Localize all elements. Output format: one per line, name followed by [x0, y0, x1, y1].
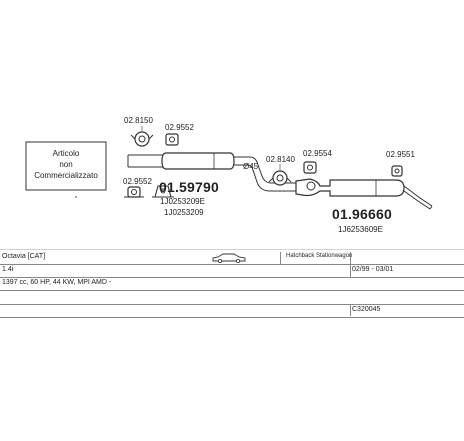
- part-number-front-silencer: 01.59790: [159, 179, 219, 195]
- part-number-hanger-middle: 02.9554: [303, 149, 332, 158]
- rubber-hanger-rear: [391, 165, 403, 177]
- front-silencer-ref-1: 1J0253209E: [160, 197, 205, 206]
- front-silencer: [161, 152, 235, 170]
- body-type: Hatchback Stationwagon: [286, 253, 353, 259]
- column-divider-code: [350, 304, 351, 316]
- notice-line-2: non: [59, 160, 72, 169]
- rubber-hanger-middle: [303, 161, 317, 174]
- part-number-rear-silencer: 01.96660: [332, 206, 392, 222]
- tail-pipe: [403, 185, 433, 210]
- dot-mark: [75, 196, 77, 198]
- part-number-hanger-rear: 02.9551: [386, 150, 415, 159]
- part-number-hanger-top: 02.9552: [165, 123, 194, 132]
- clamp-middle: [268, 170, 292, 186]
- part-number-clamp-middle: 02.8140: [266, 155, 295, 164]
- exhaust-system-diagram: Articolo non Commercializzato 02.8150 02…: [0, 116, 464, 250]
- table-row-model: Octavia [CAT] Hatchback Stationwagon: [0, 252, 464, 265]
- notice-line-1: Articolo: [53, 149, 80, 158]
- vehicle-model: Octavia [CAT]: [2, 253, 46, 260]
- catalog-code: C320045: [352, 306, 381, 313]
- rear-silencer: [295, 178, 405, 197]
- notice-line-3: Commercializzato: [34, 171, 98, 180]
- column-divider-mid: [280, 252, 281, 264]
- table-row-specs: 1397 cc, 60 HP, 44 KW, MPI AMD -: [0, 278, 464, 291]
- front-silencer-ref-2: 1J0253209: [164, 208, 204, 217]
- table-row-code: C320045: [0, 304, 464, 318]
- part-number-hanger-bottom: 02.9552: [123, 177, 152, 186]
- front-inlet-pipe: [127, 154, 166, 168]
- car-silhouette-icon: [212, 252, 246, 265]
- pipe-diameter-label: Ø45: [243, 162, 259, 171]
- not-available-notice: Articolo non Commercializzato: [25, 141, 107, 191]
- mounting-bracket: [152, 185, 174, 198]
- model-years: 02/99 - 03/01: [352, 266, 394, 273]
- part-number-clamp-top: 02.8150: [124, 116, 153, 125]
- engine-specs: 1397 cc, 60 HP, 44 KW, MPI AMD -: [2, 279, 112, 286]
- rubber-hanger-bottom: [124, 186, 144, 198]
- middle-pipe: [234, 156, 296, 192]
- column-divider-right: [350, 252, 351, 277]
- rear-silencer-ref-1: 1J6253609E: [338, 225, 383, 234]
- table-row-engine: 1.4i 02/99 - 03/01: [0, 265, 464, 278]
- clamp-front-top: [130, 131, 154, 147]
- engine-size: 1.4i: [2, 266, 14, 273]
- rubber-hanger-top: [165, 133, 179, 146]
